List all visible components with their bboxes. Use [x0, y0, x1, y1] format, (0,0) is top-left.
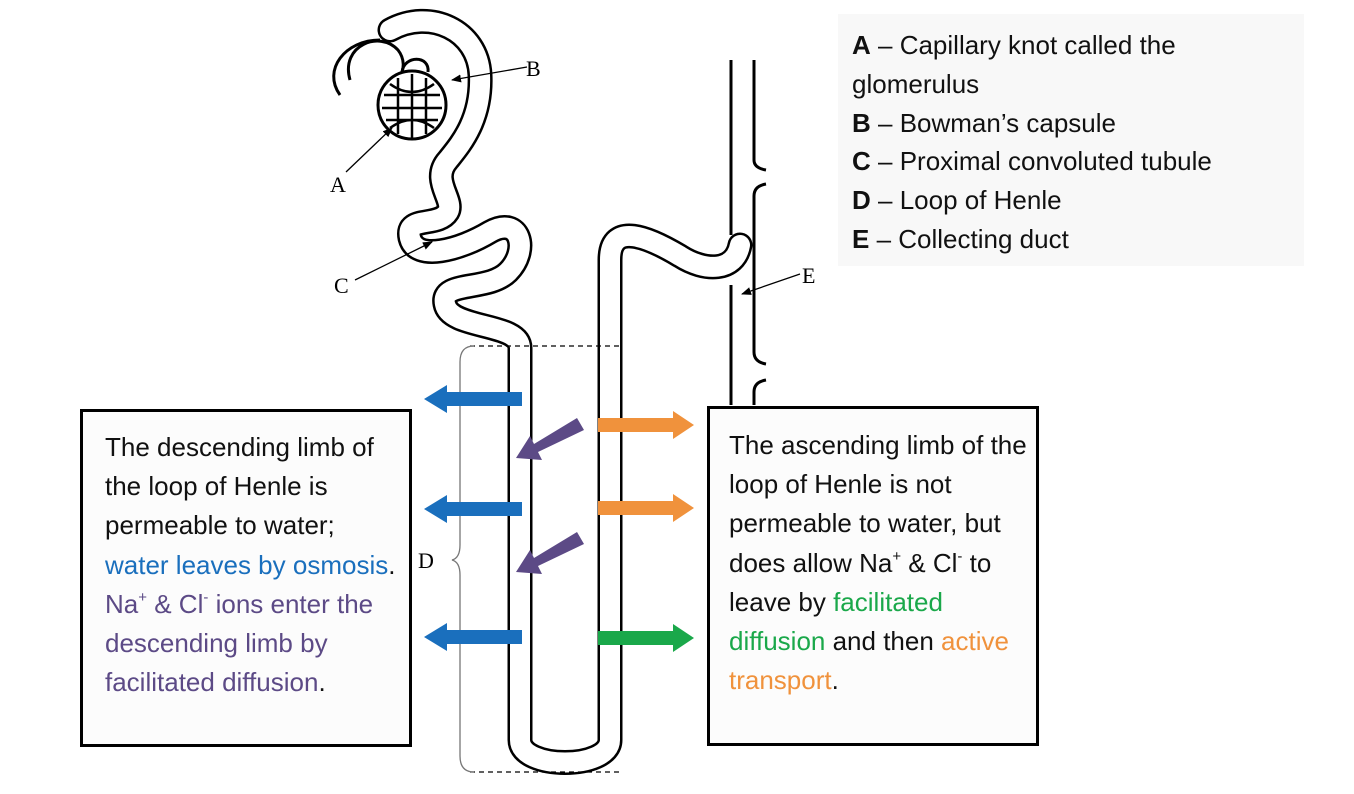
active-transport-arrows	[598, 411, 694, 522]
ion-in-arrow	[516, 532, 584, 574]
legend-item-b: B – Bowman’s capsule	[852, 107, 1116, 138]
label-b: B	[526, 56, 541, 81]
legend-item-c: C – Proximal convoluted tubule	[852, 146, 1212, 177]
facilitated-diffusion-arrow	[598, 624, 694, 652]
facilitated-diffusion-text: facilitated diffusion	[729, 586, 943, 657]
water-arrow	[424, 495, 522, 523]
legend-item-a: A – Capillary knot called the glomerulus	[852, 30, 1176, 99]
legend-item-e: E – Collecting duct	[852, 223, 1069, 254]
facilitated-diffusion-arrows	[598, 624, 694, 652]
water-arrow	[424, 385, 522, 413]
active-transport-text: active transport	[729, 626, 1009, 696]
label-a: A	[330, 172, 346, 197]
nephron-tubule	[377, 8, 753, 775]
legend-item-d: D – Loop of Henle	[852, 185, 1062, 216]
legend-panel: A – Capillary knot called the glomerulus…	[838, 14, 1304, 266]
glomerulus	[332, 38, 448, 141]
active-transport-arrow	[598, 494, 694, 522]
active-transport-arrow	[598, 411, 694, 439]
ascending-limb-note: The ascending limb of the loop of Henle …	[707, 406, 1039, 746]
water-arrow	[424, 623, 522, 651]
label-e: E	[802, 263, 815, 288]
collecting-duct	[729, 60, 767, 405]
water-arrows	[424, 385, 522, 651]
water-osmosis-text: water leaves by osmosis	[105, 549, 389, 580]
loop-bracket	[451, 345, 622, 773]
ion-in-arrow	[516, 418, 584, 460]
pointer-lines	[345, 66, 801, 295]
label-d: D	[418, 548, 434, 573]
label-c: C	[334, 273, 349, 298]
descending-limb-note: The descending limb of the loop of Henle…	[80, 409, 412, 747]
ion-entry-text: Na+ & Cl- ions enter the descending limb…	[105, 588, 374, 698]
ion-in-arrows	[516, 418, 584, 574]
